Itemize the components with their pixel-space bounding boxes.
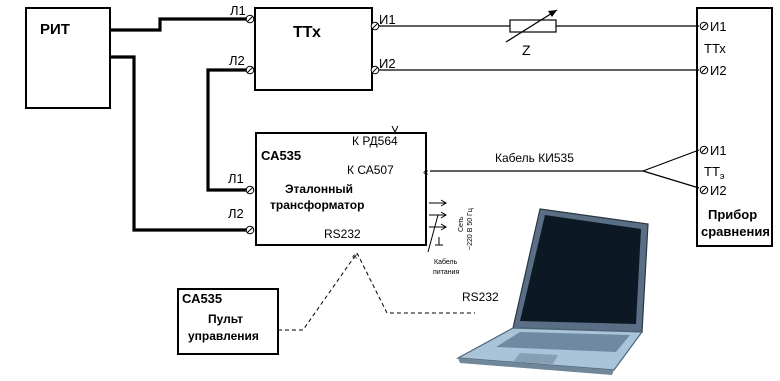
remote-box	[177, 288, 279, 355]
device-i1-bottom-label: И1	[710, 143, 727, 158]
cable-ki535-arrow: «	[423, 167, 429, 178]
laptop-touchpad	[513, 353, 558, 364]
ttx-label: ТТх	[293, 24, 321, 41]
power-net-label-1: Сеть	[458, 216, 465, 232]
rit-box	[25, 7, 111, 109]
wire-ttx-ca535	[206, 68, 249, 192]
ca535-l2-label: Л2	[228, 206, 244, 221]
laptop-screen	[520, 215, 641, 324]
ttx-l2-label: Л2	[229, 53, 245, 68]
rit-label: РИТ	[40, 21, 70, 38]
device-tte-label: ТТэ	[704, 164, 725, 181]
terminal-markers	[245, 14, 709, 235]
impedance-label: Z	[522, 42, 531, 58]
laptop-keyboard	[496, 332, 630, 352]
cable-ki535-split-top	[642, 149, 700, 172]
power-cable-label-1: Кабель	[434, 258, 458, 266]
device-i2-top-label: И2	[710, 63, 727, 78]
ca535-port-ca507: К СА507	[347, 163, 394, 177]
remote-line-2: управления	[188, 329, 259, 343]
ca535-l1-label: Л1	[228, 171, 244, 186]
ca535-title-1: Эталонный	[285, 182, 353, 196]
power-net-label-2: ~220 В 50 Гц	[467, 208, 474, 250]
rs232-link-laptop	[356, 252, 475, 314]
laptop-front-edge	[458, 358, 614, 375]
wire-rit-l1	[110, 17, 249, 32]
rs232-link-remote	[278, 252, 358, 331]
power-connector-icon	[427, 199, 447, 253]
laptop-icon	[455, 208, 649, 375]
impedance-arrow	[505, 9, 558, 43]
ttx-l1-label: Л1	[230, 3, 246, 18]
device-ttx-label: ТТх	[704, 41, 726, 56]
device-i2-bottom-label: И2	[710, 183, 727, 198]
ttx-box	[254, 7, 373, 91]
impedance-arrow-head	[548, 10, 557, 17]
remote-line-1: Пульт	[208, 312, 243, 326]
ca535-title-2: трансформатор	[270, 198, 364, 212]
device-title-2: сравнения	[701, 224, 770, 239]
power-cable-label-2: питания	[433, 269, 459, 276]
device-box	[696, 7, 773, 247]
cable-ki535-split-bottom	[642, 170, 700, 189]
rs232-junction-arrow: «	[352, 251, 358, 262]
remote-model-label: СА535	[182, 291, 222, 306]
rs232-link-label: RS232	[462, 290, 499, 304]
ca535-rs232-label: RS232	[324, 227, 361, 241]
ca535-box	[255, 132, 427, 246]
wire-rit-l2	[110, 55, 249, 232]
rd564-connector-icon	[391, 125, 399, 134]
ca535-model-label: СА535	[261, 148, 301, 163]
cable-ki535-label: Кабель КИ535	[495, 151, 574, 165]
ttx-i1-label: И1	[379, 12, 396, 27]
device-i1-top-label: И1	[710, 19, 727, 34]
ttx-i2-label: И2	[379, 56, 396, 71]
impedance-resistor	[509, 19, 557, 33]
device-title-1: Прибор	[708, 207, 757, 222]
ca535-port-rd564: К РД564	[352, 134, 398, 148]
